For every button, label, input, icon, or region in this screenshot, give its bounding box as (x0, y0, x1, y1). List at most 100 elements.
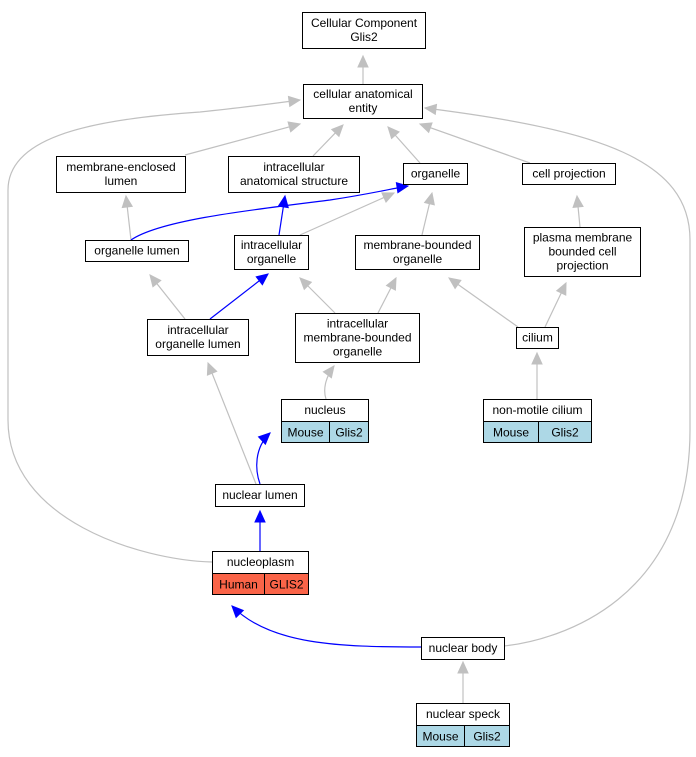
edge-nl-nuc (256, 432, 271, 485)
node-cil[interactable]: cilium (516, 327, 559, 349)
edge-arrowhead (231, 605, 245, 619)
node-box (421, 637, 505, 660)
species-label: Mouse (422, 730, 458, 744)
gene-cell (264, 573, 309, 595)
gene-label: Glis2 (473, 730, 501, 744)
edge-line (393, 133, 421, 164)
edge-np-cae (7, 95, 302, 563)
edge-line (184, 125, 292, 156)
node-label: membrane-enclosed (66, 160, 175, 174)
edge-line (377, 285, 393, 314)
node-box (303, 84, 423, 119)
edge-line (428, 126, 531, 164)
edge-imbo-io (299, 277, 336, 314)
node-label: organelle (393, 252, 443, 266)
edge-cae-root (357, 54, 369, 84)
edge-ns-nb (457, 660, 469, 703)
edge-ias-cae (312, 124, 344, 157)
node-label: nucleus (304, 403, 345, 417)
edge-arrowhead (457, 660, 469, 674)
edge-line (544, 290, 563, 328)
node-box (403, 163, 468, 185)
node-nb[interactable]: nuclear body (421, 637, 505, 660)
node-box (295, 313, 420, 363)
species-label: Mouse (493, 426, 529, 440)
edge-mbo-org (421, 191, 435, 236)
edge-line (7, 99, 301, 563)
node-ol[interactable]: organelle lumen (85, 240, 189, 262)
edge-arrowhead (299, 277, 313, 291)
edge-io-ias (277, 194, 289, 236)
node-box (355, 235, 480, 270)
gene-label: Glis2 (551, 426, 579, 440)
gene-cell (538, 421, 592, 443)
node-box (234, 235, 309, 270)
node-label: entity (349, 101, 378, 115)
gene-label: Glis2 (335, 426, 363, 440)
edge-arrowhead (387, 126, 400, 140)
node-label: intracellular (263, 160, 324, 174)
edge-line (278, 204, 285, 236)
edge-line (455, 282, 519, 328)
edge-line (231, 605, 422, 648)
edge-arrowhead (418, 122, 433, 134)
edge-line (130, 185, 409, 241)
node-label: membrane-bounded (303, 331, 411, 345)
edge-line (209, 279, 262, 320)
edge-line (312, 131, 338, 157)
edge-arrowhead (357, 54, 369, 68)
node-box (524, 227, 641, 277)
node-label: organelle lumen (155, 337, 240, 351)
node-label: cell projection (532, 167, 605, 181)
species-label: Human (219, 578, 258, 592)
edge-line (305, 283, 336, 314)
node-label: organelle (247, 252, 297, 266)
node-org[interactable]: organelle (403, 163, 468, 185)
edge-line (155, 281, 186, 320)
node-label: anatomical structure (240, 174, 348, 188)
node-label: non-motile cilium (492, 403, 582, 417)
edge-arrowhead (277, 194, 289, 209)
node-box (302, 12, 426, 49)
edge-arrowhead (149, 274, 162, 288)
gene-cell (464, 725, 510, 747)
edge-arrowhead (330, 124, 344, 138)
node-cp[interactable]: cell projection (522, 163, 616, 185)
edge-arrowhead (423, 103, 438, 116)
node-box (215, 484, 305, 507)
edge-arrowhead (395, 182, 410, 194)
species-label: Mouse (287, 426, 323, 440)
node-box (228, 156, 360, 193)
edge-np-nl (254, 509, 266, 551)
node-label: cellular anatomical (313, 87, 412, 101)
edge-nb-np (231, 605, 422, 648)
edge-line (424, 107, 691, 647)
edge-arrowhead (287, 121, 302, 133)
node-box (516, 327, 559, 349)
edges-layer (7, 54, 691, 703)
node-label: intracellular (167, 323, 228, 337)
edge-nl-iol (206, 361, 257, 485)
edge-pmbcp-cp (572, 194, 584, 228)
edge-line (421, 201, 431, 236)
node-nl[interactable]: nuclear lumen (215, 484, 305, 507)
gene-label: GLIS2 (269, 578, 303, 592)
node-box (56, 156, 186, 193)
edge-arrowhead (381, 192, 396, 203)
edge-line (126, 204, 132, 241)
